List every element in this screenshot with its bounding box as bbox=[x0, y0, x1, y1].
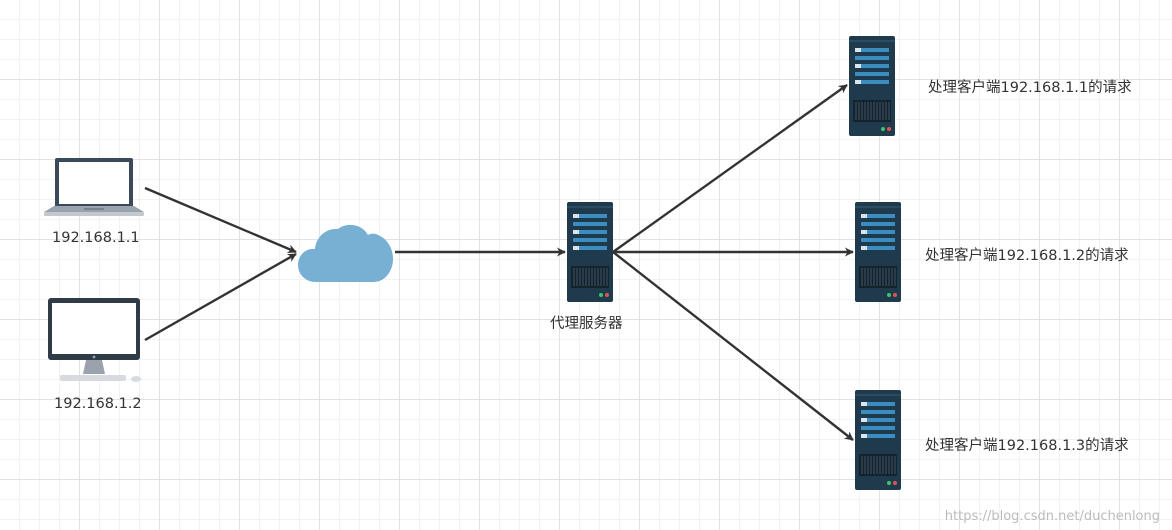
backend-server-1 bbox=[849, 36, 895, 142]
backend-2-label: 处理客户端192.168.1.2的请求 bbox=[925, 248, 1129, 264]
desktop-monitor-icon bbox=[48, 298, 141, 382]
client-2-label: 192.168.1.2 bbox=[54, 396, 142, 412]
server-icon bbox=[855, 202, 901, 302]
internet-cloud bbox=[298, 222, 394, 288]
server-icon bbox=[855, 390, 901, 490]
cloud-icon bbox=[298, 224, 393, 282]
proxy-label: 代理服务器 bbox=[550, 316, 623, 332]
client-laptop bbox=[44, 156, 146, 222]
server-icon bbox=[567, 202, 613, 302]
laptop-icon bbox=[44, 158, 144, 216]
edge-laptop-to-cloud bbox=[144, 186, 297, 254]
edge-proxy-to-backend-3 bbox=[612, 251, 854, 441]
server-icon bbox=[849, 36, 895, 136]
backend-1-label: 处理客户端192.168.1.1的请求 bbox=[928, 80, 1132, 96]
client-1-label: 192.168.1.1 bbox=[52, 230, 140, 246]
edge-desktop-to-cloud bbox=[144, 252, 297, 342]
client-desktop bbox=[48, 298, 144, 388]
backend-server-2 bbox=[855, 202, 901, 308]
backend-3-label: 处理客户端192.168.1.3的请求 bbox=[925, 438, 1129, 454]
backend-server-3 bbox=[855, 390, 901, 496]
proxy-server bbox=[567, 202, 613, 308]
edge-proxy-to-backend-1 bbox=[612, 84, 848, 253]
watermark-text: https://blog.csdn.net/duchenlong bbox=[944, 509, 1160, 524]
